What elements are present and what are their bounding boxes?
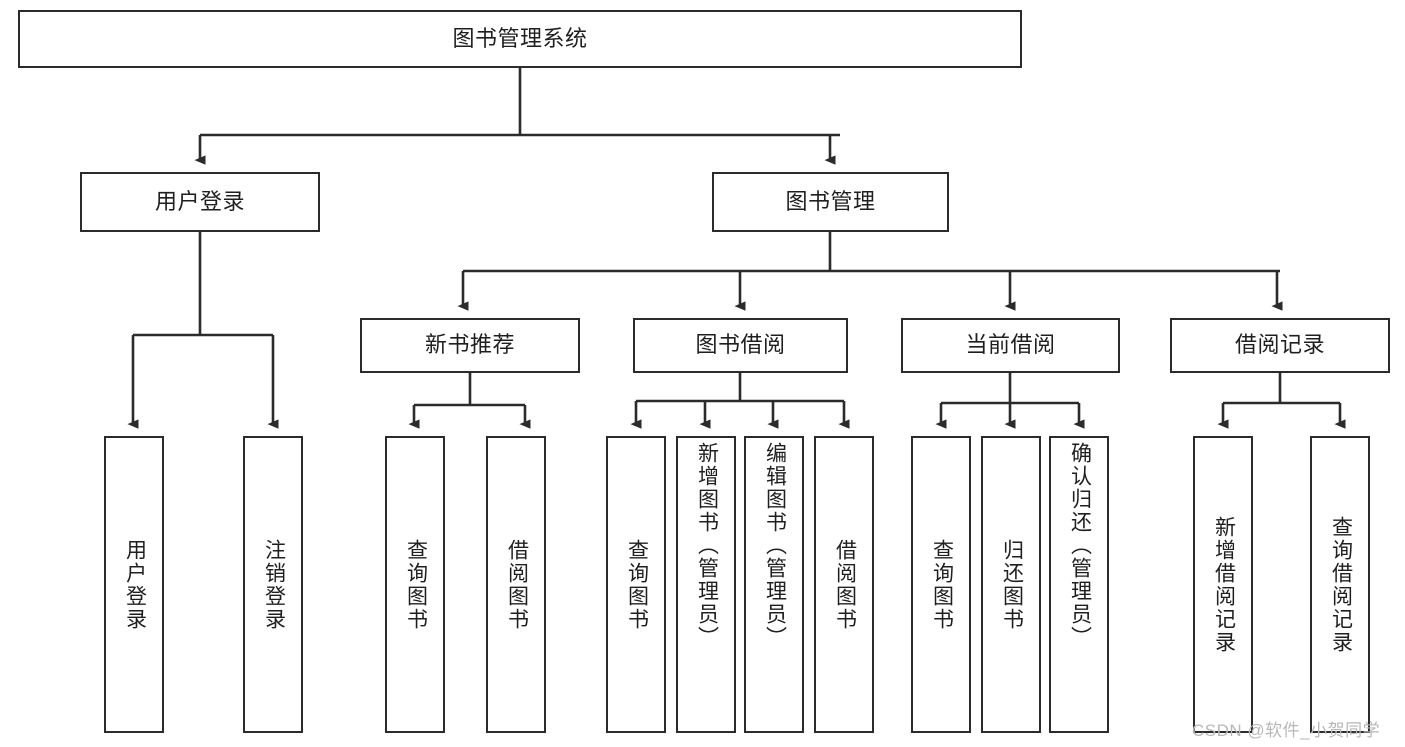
node-label: 新书推荐 (424, 332, 515, 358)
node-label: 借阅图书 (505, 538, 529, 631)
node-book-management[interactable]: 图书管理 (712, 172, 949, 232)
node-book-borrow[interactable]: 图书借阅 (633, 318, 848, 373)
node-label: 查询图书 (404, 538, 428, 631)
leaf-confirm-return-admin[interactable]: 确认归还（管理员） (1049, 436, 1109, 733)
leaf-borrow-book-1[interactable]: 借阅图书 (486, 436, 546, 733)
leaf-query-book-1[interactable]: 查询图书 (385, 436, 445, 733)
node-new-book-recommendation[interactable]: 新书推荐 (360, 318, 580, 373)
leaf-logout[interactable]: 注销登录 (243, 436, 303, 733)
node-label: 编辑图书（管理员） (763, 442, 787, 649)
node-label: 图书管理 (785, 188, 876, 214)
node-label: 查询图书 (625, 538, 649, 631)
leaf-borrow-book-2[interactable]: 借阅图书 (814, 436, 874, 733)
node-label: 确认归还（管理员） (1068, 442, 1092, 649)
node-user-login[interactable]: 用户登录 (80, 172, 320, 232)
node-label: 查询借阅记录 (1329, 515, 1353, 654)
leaf-query-borrow-record[interactable]: 查询借阅记录 (1310, 436, 1370, 733)
node-current-borrow[interactable]: 当前借阅 (901, 318, 1120, 373)
csdn-watermark: CSDN @软件_小贺同学 (1192, 721, 1381, 740)
node-borrow-record[interactable]: 借阅记录 (1170, 318, 1390, 373)
node-label: 当前借阅 (965, 332, 1056, 358)
node-label: 用户登录 (154, 188, 245, 214)
node-label: 用户登录 (123, 538, 147, 631)
node-label: 图书借阅 (695, 332, 786, 358)
node-label: 查询图书 (930, 538, 954, 631)
node-label: 借阅记录 (1234, 332, 1325, 358)
leaf-query-book-2[interactable]: 查询图书 (606, 436, 666, 733)
leaf-add-book-admin[interactable]: 新增图书（管理员） (676, 436, 736, 733)
node-label: 借阅图书 (833, 538, 857, 631)
leaf-add-borrow-record[interactable]: 新增借阅记录 (1193, 436, 1253, 733)
node-label: 新增图书（管理员） (695, 442, 719, 649)
node-root-book-management-system[interactable]: 图书管理系统 (18, 10, 1022, 68)
node-label: 归还图书 (1000, 538, 1024, 631)
node-label: 注销登录 (262, 538, 286, 631)
leaf-query-book-3[interactable]: 查询图书 (911, 436, 971, 733)
node-label: 新增借阅记录 (1212, 515, 1236, 654)
leaf-return-book[interactable]: 归还图书 (981, 436, 1041, 733)
leaf-edit-book-admin[interactable]: 编辑图书（管理员） (744, 436, 804, 733)
leaf-user-login[interactable]: 用户登录 (104, 436, 164, 733)
node-label: 图书管理系统 (452, 25, 588, 51)
